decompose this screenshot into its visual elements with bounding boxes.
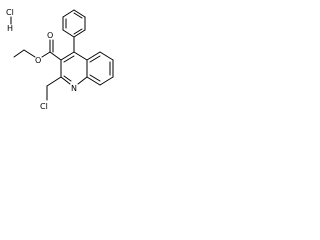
benzo-bond xyxy=(99,51,114,61)
benzo-bond xyxy=(99,76,114,86)
hcl-hydrogen-label: H xyxy=(7,24,13,33)
benzo-bond xyxy=(86,76,101,86)
chloromethyl-bond xyxy=(46,76,62,87)
ester-oxygen-label: O xyxy=(35,56,41,65)
pyridine-bond xyxy=(60,76,71,85)
carbonyl-oxygen-label: O xyxy=(47,31,53,40)
pyridine-bond xyxy=(77,76,88,85)
phenyl-bond xyxy=(62,9,75,18)
chloromethyl-chlorine-label: Cl xyxy=(40,102,48,111)
hcl-chlorine-label: Cl xyxy=(6,8,14,17)
phenyl-inner-bond xyxy=(73,28,83,35)
phenyl-bond xyxy=(73,9,86,18)
benzo-inner-bond xyxy=(89,74,101,82)
quinoline-ester-structure: Cl H N O O Cl xyxy=(6,8,114,111)
benzo-bond xyxy=(86,51,101,61)
ring-nitrogen-label: N xyxy=(71,84,77,93)
ethyl-bond xyxy=(13,49,25,58)
pyridine-inner-bond xyxy=(63,55,75,63)
ester-c3-bond xyxy=(49,51,62,61)
phenyl-bond xyxy=(62,29,75,38)
phenyl-inner-bond xyxy=(73,12,83,19)
ester-oxygen-bond xyxy=(41,51,51,58)
ethyl-bond xyxy=(23,49,36,58)
pyridine-inner-bond xyxy=(63,75,72,82)
benzo-inner-bond xyxy=(89,55,101,63)
pyridine-bond xyxy=(73,51,88,61)
phenyl-bond xyxy=(73,29,86,38)
pyridine-bond xyxy=(60,51,75,61)
